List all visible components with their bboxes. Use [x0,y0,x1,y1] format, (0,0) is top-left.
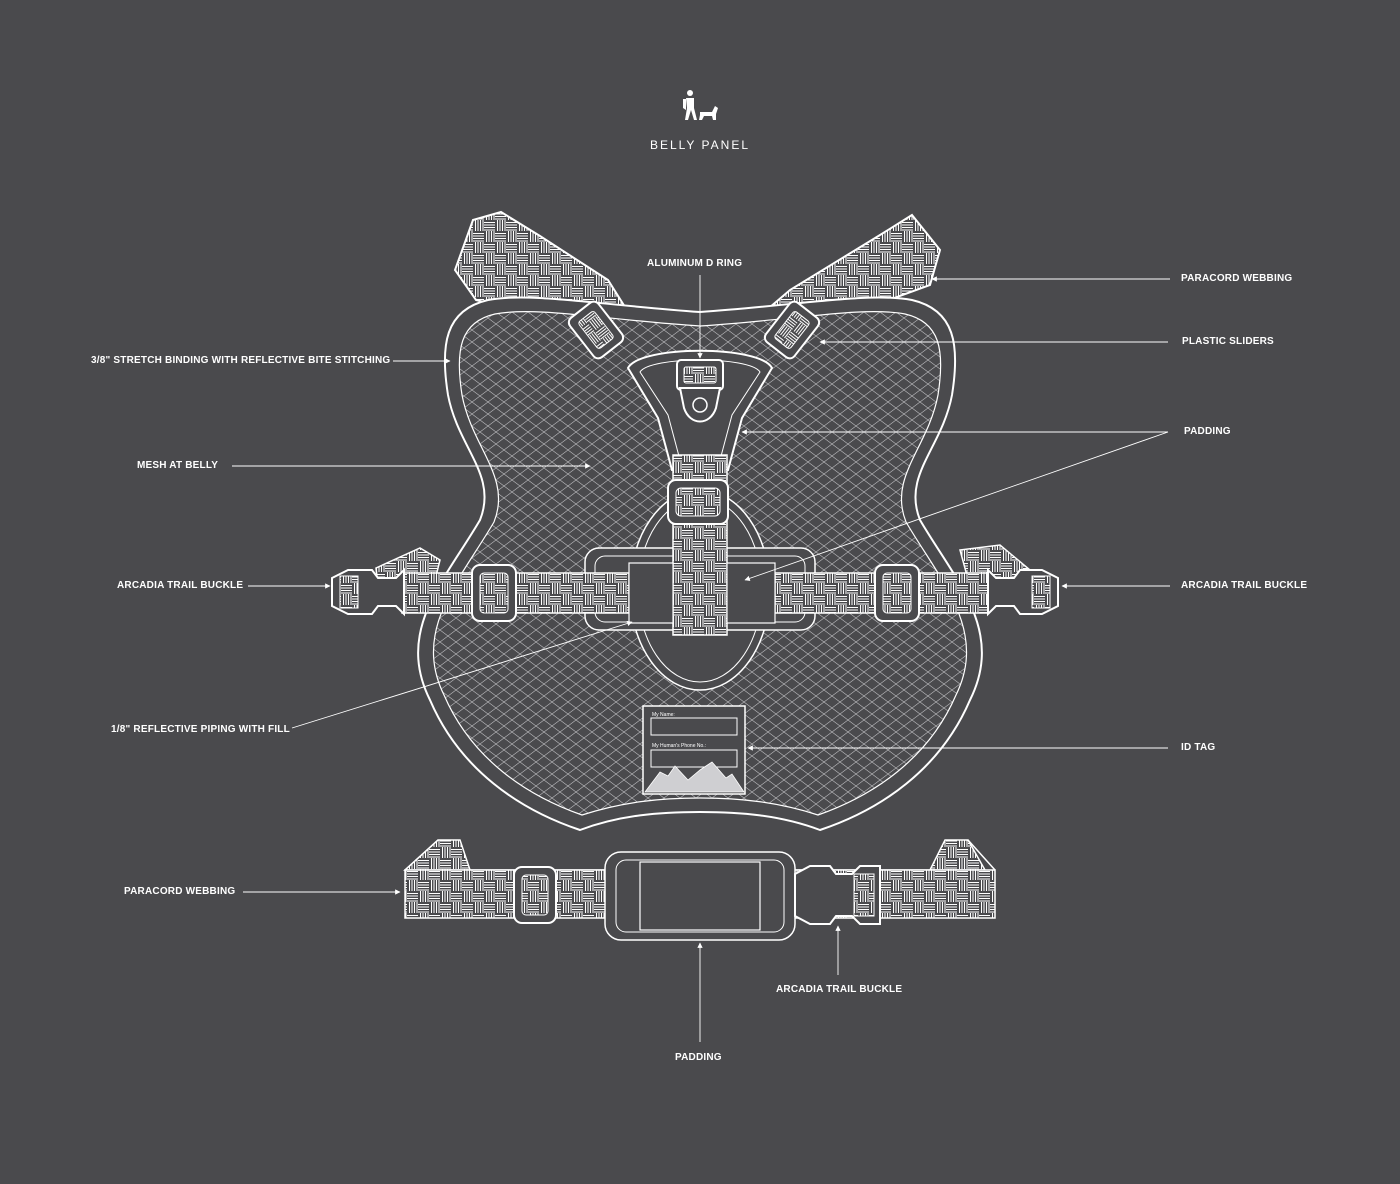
label-buckle-bottom: ARCADIA TRAIL BUCKLE [776,984,903,995]
center-strap [667,454,729,636]
label-buckle-left: ARCADIA TRAIL BUCKLE [117,580,244,591]
label-id-tag: ID TAG [1181,742,1216,753]
buckle-left [331,567,405,617]
hiker-with-dog-icon [683,90,718,120]
label-buckle-right: ARCADIA TRAIL BUCKLE [1181,580,1308,591]
plastic-slider-left [567,300,625,360]
mountains-icon [644,761,745,793]
id-tag: My Name: My Human's Phone No.: [642,705,746,795]
buckle-bottom [794,865,881,925]
label-paracord-webbing-top: PARACORD WEBBING [1181,273,1293,284]
label-aluminum-d-ring: ALUMINUM D RING [647,258,743,269]
d-ring [676,359,724,423]
id-tag-name-label: My Name: [652,712,675,718]
plastic-slider-mid-right [874,564,920,622]
plastic-slider-right [763,300,821,360]
label-reflective-piping: 1/8" REFLECTIVE PIPING WITH FILL [111,724,290,735]
plastic-slider-bottom [513,866,557,924]
label-padding-right: PADDING [1184,426,1231,437]
label-stretch-binding: 3/8" STRETCH BINDING WITH REFLECTIVE BIT… [91,355,391,366]
label-mesh-at-belly: MESH AT BELLY [137,460,219,471]
diagram-title: BELLY PANEL [649,138,751,152]
label-paracord-webbing-bottom: PARACORD WEBBING [124,886,236,897]
buckle-right [987,567,1059,617]
label-plastic-sliders: PLASTIC SLIDERS [1182,336,1274,347]
leader-lines [232,275,1170,1042]
label-padding-bottom: PADDING [675,1052,722,1063]
id-tag-phone-label: My Human's Phone No.: [652,743,706,749]
padding-frame-bottom [604,851,796,941]
plastic-slider-mid-left [471,564,517,622]
